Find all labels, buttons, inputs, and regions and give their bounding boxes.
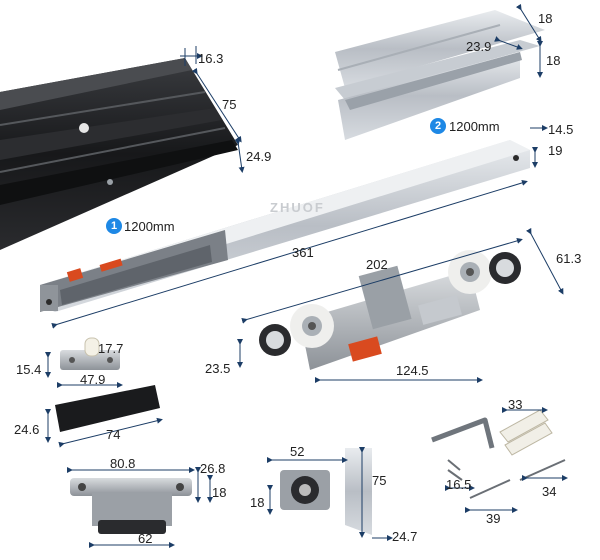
silver-track-dim-1: 18 — [538, 11, 553, 26]
silver-track-dim-2: 23.9 — [466, 39, 492, 54]
wheel-bracket-dim-2: 75 — [372, 473, 387, 488]
part-2-length: 1200mm — [449, 119, 500, 134]
damper-bar-dim-1: 14.5 — [548, 122, 574, 137]
carriage-dim-2: 61.3 — [556, 251, 582, 266]
black-strip-dim-lines — [45, 409, 163, 448]
watermark: ZHUOF — [270, 200, 325, 215]
stopper-dim-lines — [45, 352, 123, 388]
stopper-dim-3: 47.9 — [80, 372, 106, 387]
hardware-dim-lines — [445, 407, 568, 513]
black-track-dim-lines — [180, 46, 245, 173]
hardware-dim-2: 16.5 — [446, 477, 472, 492]
guide-dim-1: 80.8 — [110, 456, 136, 471]
black-strip — [55, 385, 160, 432]
guide-bracket — [70, 478, 192, 534]
part-1-length: 1200mm — [124, 219, 175, 234]
stopper-dim-1: 17.7 — [98, 341, 124, 356]
damper-bar-dim-2: 19 — [548, 143, 563, 158]
damper-bar-dim-3: 361 — [292, 245, 314, 260]
roller-carriage — [259, 250, 521, 370]
hardware-dim-3: 34 — [542, 484, 557, 499]
carriage-dim-1: 202 — [366, 257, 388, 272]
wheel-bracket-dim-1: 52 — [290, 444, 305, 459]
wheel-bracket-dim-4: 24.7 — [392, 529, 418, 544]
wheel-bracket-dim-lines — [267, 447, 393, 541]
black-track-dim-2: 75 — [222, 97, 237, 112]
black-track-dim-3: 24.9 — [246, 149, 272, 164]
hardware-dim-1: 33 — [508, 397, 523, 412]
stopper-dim-2: 15.4 — [16, 362, 42, 377]
carriage-dim-3: 23.5 — [205, 361, 231, 376]
wheel-bracket — [280, 448, 372, 535]
strip-dim-1: 24.6 — [14, 422, 40, 437]
silver-track — [335, 10, 545, 140]
black-track-dim-1: 16.3 — [198, 51, 224, 66]
strip-dim-2: 74 — [106, 427, 121, 442]
hardware-dim-4: 39 — [486, 511, 501, 526]
guide-dim-2: 26.8 — [200, 461, 226, 476]
stopper — [60, 337, 120, 370]
guide-bracket-dim-lines — [67, 467, 213, 548]
silver-track-dim-lines — [494, 3, 543, 78]
guide-dim-4: 62 — [138, 531, 153, 546]
carriage-dim-4: 124.5 — [396, 363, 429, 378]
wheel-bracket-dim-3: 18 — [250, 495, 265, 510]
guide-dim-3: 18 — [212, 485, 227, 500]
roller-carriage-dim-lines — [237, 227, 564, 383]
part-1-badge: 1 — [106, 218, 122, 234]
silver-track-dim-3: 18 — [546, 53, 561, 68]
part-2-badge: 2 — [430, 118, 446, 134]
